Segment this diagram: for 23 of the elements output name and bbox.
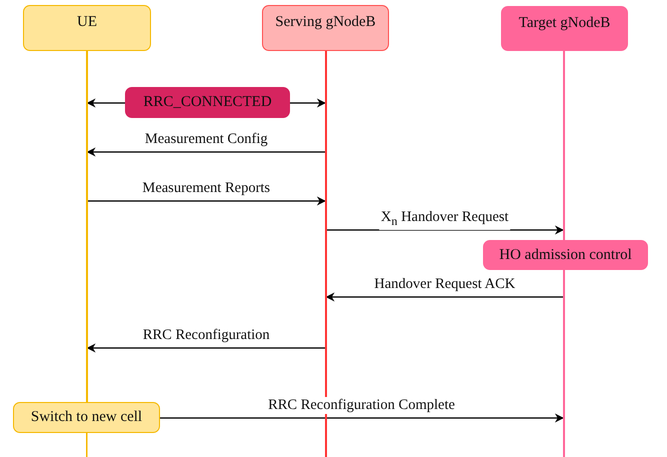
edge-label: RRC Reconfiguration Complete [266,397,457,414]
participant-box: UE [23,5,151,51]
message-arrow [86,344,325,352]
participant-box: Target gNodeB [501,6,628,51]
process-box: HO admission control [483,240,648,270]
message-arrow [290,98,326,108]
message-arrow [326,226,564,234]
edge-label: X$_{n}$ Handover Request [378,209,511,230]
state-box: RRC_CONNECTED [125,87,290,118]
lifeline [86,51,88,402]
message-arrow [88,196,326,206]
message-arrow [160,414,564,422]
participant-box: Serving gNodeB [262,5,389,51]
edge-label: Handover Request ACK [372,276,518,293]
process-box: Switch to new cell [13,402,160,433]
edge-label: Measurement Config [142,131,270,148]
message-arrow [326,292,563,302]
message-arrow [86,148,325,156]
lifeline [325,51,326,457]
edge-label: RRC Reconfiguration [140,327,272,344]
message-arrow [86,98,125,108]
lifeline [563,51,564,457]
edge-label: Measurement Reports [140,180,272,197]
